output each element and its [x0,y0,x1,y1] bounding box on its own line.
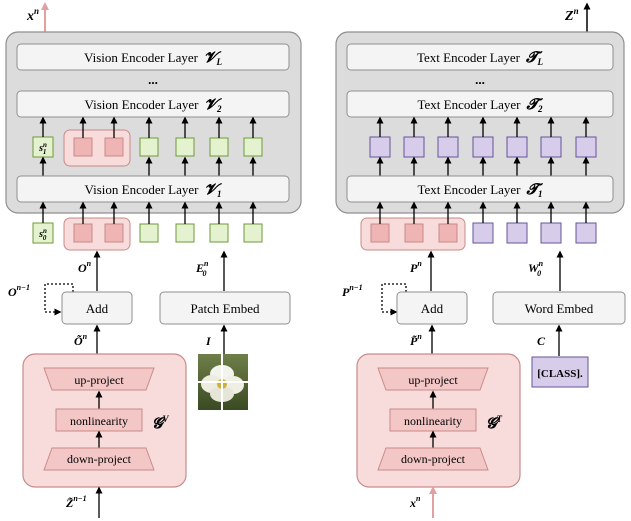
vision-generator-label: 𝓖V [152,414,170,432]
text-x-input-label: xn [409,494,421,510]
word-embed-box [492,291,626,325]
vision-patch-token [243,137,263,157]
vision-patch-token [175,223,195,243]
vision-input-arrows [39,201,257,224]
vision-layer-1 [16,175,290,203]
word-embed-label: Word Embed [525,301,594,316]
text-layer-L [346,43,614,71]
vision-encoder-panel [5,31,302,214]
image-input-label: I [205,334,212,348]
text-row1-arrows [376,116,590,137]
flower-image [198,354,248,410]
text-layer1-arrows [376,156,590,176]
text-nonlinearity-label: nonlinearity [404,414,462,428]
text-p-prev-arrow [381,283,407,316]
vision-prompt-token [73,223,93,243]
vision-up-project-shape [43,367,155,391]
text-token [540,136,562,158]
vision-patch-token [209,137,229,157]
vision-nonlinearity-label: nonlinearity [70,414,128,428]
vision-o-prev-label: On−1 [8,283,30,299]
text-p-prev-label: Pn−1 [342,283,363,299]
text-token [472,222,494,244]
text-token [369,136,391,158]
vision-up-project-label: up-project [74,373,124,387]
vision-layer-L [16,43,290,71]
class-token-box [531,356,589,388]
text-layers-ellipsis: ... [475,72,485,87]
vision-down-project-label: down-project [67,452,132,466]
text-p-label: Pn [410,259,422,275]
class-token-label: [CLASS]. [537,368,583,380]
text-generator-label: 𝓖T [486,414,503,432]
vision-layer1-arrows [39,156,257,176]
vision-layers-ellipsis: ... [148,72,158,87]
vision-patch-token [243,223,263,243]
text-token [575,222,597,244]
vision-add-box [61,291,133,325]
patch-embed-box [159,291,291,325]
vision-output-label: xn [26,6,39,24]
text-input-arrows [376,201,590,224]
vision-prompt-token [104,223,124,243]
vision-add-label: Add [86,301,109,316]
text-up-project-label: up-project [408,373,458,387]
text-token [472,136,494,158]
text-token [506,222,528,244]
vision-layer-2 [16,90,290,118]
text-word-token-row [472,222,597,244]
text-p-tilde-label: P̃n [410,332,422,348]
vision-down-project-shape [43,447,155,471]
text-add-label: Add [421,301,444,316]
patch-embed-label: Patch Embed [191,301,260,316]
text-prompt-token [370,223,390,243]
vision-patch-token [139,137,159,157]
vision-patch-token [175,137,195,157]
text-token [575,136,597,158]
text-token [506,136,528,158]
vision-prompt-token [104,137,124,157]
text-prompt-token [404,223,424,243]
vision-row1-arrows [39,116,257,138]
class-input-label: C [537,334,546,348]
vision-o-tilde-label: Õn [74,332,88,348]
text-add-box [396,291,468,325]
vision-prompt-token [73,137,93,157]
vision-z-input-label: Z̃n−1 [65,494,87,510]
text-token [540,222,562,244]
vision-o-label: On [78,259,92,275]
text-token-row-1 [369,136,597,158]
text-down-project-label: down-project [401,452,466,466]
text-prompt-token [438,223,458,243]
vision-patch-token [209,223,229,243]
text-output-label: Zn [564,6,579,24]
vision-patch-token [139,223,159,243]
text-down-project-shape [377,447,489,471]
text-token [403,136,425,158]
text-token [437,136,459,158]
text-up-project-shape [377,367,489,391]
vision-o-prev-arrow [44,283,74,316]
